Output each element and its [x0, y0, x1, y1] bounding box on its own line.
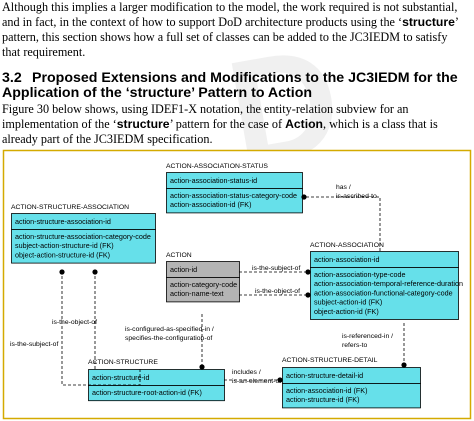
- entity-attr-action: action-category-code: [170, 280, 237, 289]
- figure-para-line-3: already part of the JC3IEDM specificatio…: [2, 132, 213, 146]
- relationship-dot: [92, 269, 98, 275]
- entity-key-aa: action-association-id: [314, 255, 380, 264]
- entity-attr-box-asa: [11, 229, 156, 264]
- entity-name-asa: ACTION-STRUCTURE-ASSOCIATION: [11, 204, 129, 211]
- relationship-dot: [401, 362, 407, 368]
- intro-line-3: pattern, this section shows how a full s…: [2, 30, 448, 44]
- entity-key-action: action-id: [170, 265, 197, 274]
- intro-line-1: Although this implies a larger modificat…: [2, 0, 458, 14]
- entity-attr-box-aa: [310, 267, 459, 320]
- entity-attr-asa: action-structure-association-category-co…: [15, 232, 151, 241]
- entity-name-as: ACTION-STRUCTURE: [88, 359, 158, 366]
- figure-para-line-1: Figure 30 below shows, using IDEF1-X not…: [2, 102, 409, 116]
- relationship-dot: [59, 269, 65, 275]
- entity-attr-aa: action-association-type-code: [314, 270, 406, 279]
- label-has: is-ascribed-to: [336, 193, 377, 200]
- entity-name-aa: ACTION-ASSOCIATION: [310, 242, 384, 249]
- figure-para-line-2: implementation of the ‘structure’ patter…: [2, 117, 438, 131]
- entity-attr-aa: action-association-temporal-reference-du…: [314, 279, 463, 288]
- line-has: [302, 196, 381, 251]
- label-subject-of-asa: is-the-subject-of: [10, 341, 58, 348]
- intro-line-2: and in fact, in the context of how to su…: [2, 15, 459, 29]
- entity-attr-aas: action-association-status-category-code: [170, 191, 297, 200]
- entity-key-asd: action-structure-detail-id: [286, 371, 363, 380]
- entity-attr-asa: subject-action-structure-id (FK): [15, 241, 114, 250]
- relationship-dot: [305, 292, 311, 298]
- relationship-dot: [199, 364, 205, 370]
- relationship-dot: [277, 377, 283, 383]
- entity-name-action: ACTION: [166, 252, 192, 259]
- entity-attr-aa: object-action-id (FK): [314, 307, 379, 316]
- entity-key-asa: action-structure-association-id: [15, 217, 111, 226]
- label-object-of-aa: is-the-object-of: [255, 288, 300, 295]
- entity-attr-aa: subject-action-id (FK): [314, 298, 382, 307]
- label-referenced: is-referenced-in /: [342, 333, 393, 340]
- entity-attr-aas: action-association-id (FK): [170, 200, 252, 209]
- entity-key-as: action-structure-id: [92, 373, 150, 382]
- entity-key-aas: action-association-status-id: [170, 176, 257, 185]
- entity-attr-aa: action-association-functional-category-c…: [314, 288, 453, 297]
- entity-attr-box-action: [166, 277, 240, 303]
- entity-name-asd: ACTION-STRUCTURE-DETAIL: [282, 357, 378, 364]
- entity-attr-asd: action-structure-id (FK): [286, 395, 360, 404]
- relationship-dot: [301, 194, 307, 200]
- label-referenced: refers-to: [342, 342, 368, 349]
- entity-attr-box-as: [88, 385, 225, 402]
- section-number: 3.2: [2, 70, 22, 86]
- label-includes: includes /: [232, 369, 261, 376]
- label-includes: is-an-element-of: [232, 378, 281, 385]
- label-subject-of-aa: is-the-subject-of: [252, 265, 300, 272]
- intro-line-4: that requirement.: [2, 45, 86, 59]
- entity-attr-as: action-structure-root-action-id (FK): [92, 388, 202, 397]
- entity-attr-asd: action-association-id (FK): [286, 386, 368, 395]
- label-has: has /: [336, 184, 351, 191]
- relationship-dot: [305, 269, 311, 275]
- entity-name-aas: ACTION-ASSOCIATION-STATUS: [166, 163, 268, 170]
- entity-attr-box-aas: [166, 188, 303, 214]
- entity-attr-action: action-name-text: [170, 289, 224, 298]
- label-object-of-asa: is-the-object-of: [52, 319, 97, 326]
- label-configured: is-configured-as-specified-in /: [125, 326, 214, 333]
- entity-attr-asa: object-action-structure-id (FK): [15, 250, 110, 259]
- line-subject-of-asa: [61, 270, 141, 386]
- label-configured: specifies-the-configuration-of: [125, 335, 212, 342]
- section-heading-line-2: Application of the ‘structure’ Pattern t…: [2, 85, 313, 101]
- entity-attr-box-asd: [282, 383, 421, 409]
